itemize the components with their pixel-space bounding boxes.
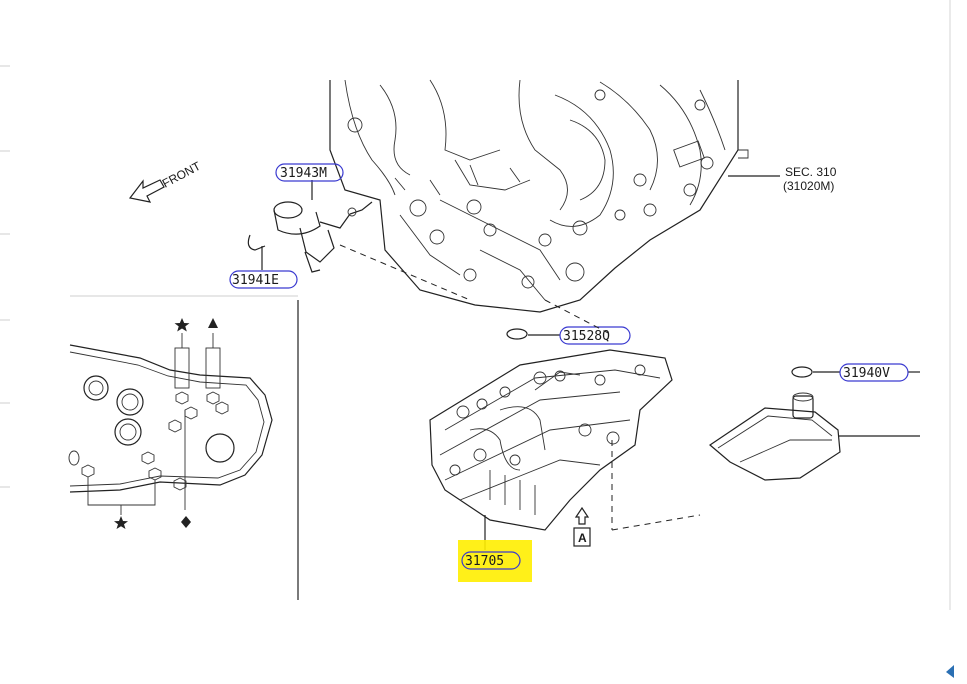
control-valve-body bbox=[429, 299, 701, 550]
sec-code: (31020M) bbox=[783, 179, 834, 193]
part-31941e-badge bbox=[229, 270, 298, 289]
part-31943m-badge bbox=[275, 163, 344, 182]
margin-ticks bbox=[0, 65, 10, 488]
part-31705-badge bbox=[461, 551, 521, 570]
view-arrow-a: A bbox=[573, 506, 591, 547]
part-31705-label: 31705 bbox=[465, 554, 504, 569]
transmission-case bbox=[329, 79, 749, 313]
part-31940v-label: 31940V bbox=[843, 366, 890, 381]
front-label: FRONT bbox=[160, 159, 204, 191]
sec-310-callout: SEC. 310 (31020M) bbox=[728, 165, 837, 193]
oil-strainer bbox=[709, 366, 920, 481]
part-31528q-label: 31528Q bbox=[563, 329, 610, 344]
front-arrow: FRONT bbox=[128, 159, 204, 203]
sec-label: SEC. 310 bbox=[785, 165, 837, 179]
part-31528q-badge bbox=[559, 326, 631, 345]
o-ring-31528q bbox=[506, 328, 560, 340]
view-a-label: A bbox=[578, 531, 587, 545]
inset-detail-view bbox=[68, 295, 299, 600]
part-31940v-badge bbox=[839, 363, 909, 382]
part-31943m-label: 31943M bbox=[280, 166, 327, 181]
part-31941e-label: 31941E bbox=[232, 273, 279, 288]
scrollbar-thumb[interactable] bbox=[946, 665, 954, 678]
solenoid-part bbox=[247, 180, 471, 301]
